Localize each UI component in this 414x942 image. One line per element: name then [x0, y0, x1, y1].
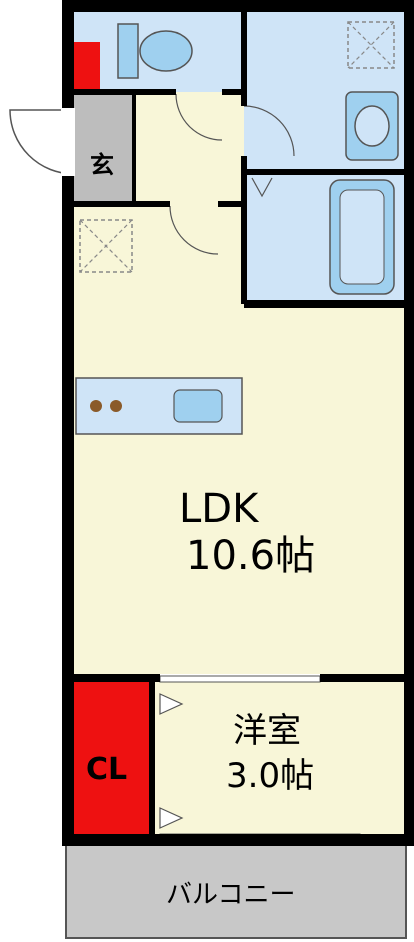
closet-door-icon — [159, 693, 184, 829]
stove-burner-icon — [90, 400, 102, 412]
toilet-tank — [117, 23, 139, 79]
ldk-door-swing — [169, 205, 219, 255]
genkan-label: 玄 — [90, 151, 114, 179]
toilet-bowl — [139, 30, 193, 72]
ldk-label: LDK — [179, 486, 259, 532]
closet-label: CL — [86, 752, 128, 787]
outer-wall — [62, 0, 414, 846]
hall-floor — [134, 92, 244, 204]
kitchen-sink — [173, 389, 223, 423]
entrance-door-swing — [9, 109, 75, 175]
toilet-door-swing — [175, 93, 223, 141]
yoshitsu-size-label: 3.0帖 — [226, 756, 315, 796]
shoe-cabinet — [74, 42, 100, 90]
washbasin-bowl — [354, 105, 390, 147]
ldk-size-label: 10.6帖 — [186, 533, 316, 579]
washing-machine-space — [347, 21, 395, 69]
balcony-label: バルコニー — [166, 880, 296, 910]
washroom-door-swing — [243, 105, 295, 157]
yoshitsu-sliding-door — [159, 675, 321, 683]
bath-door-icon — [251, 177, 273, 198]
stove-burner-icon — [110, 400, 122, 412]
bathtub-inner — [339, 189, 385, 285]
genkan-floor — [74, 92, 134, 204]
yoshitsu-floor — [152, 682, 404, 834]
yoshitsu-label: 洋室 — [233, 711, 301, 751]
closet — [74, 682, 152, 834]
balcony — [65, 841, 407, 939]
refrigerator-space — [79, 219, 133, 273]
